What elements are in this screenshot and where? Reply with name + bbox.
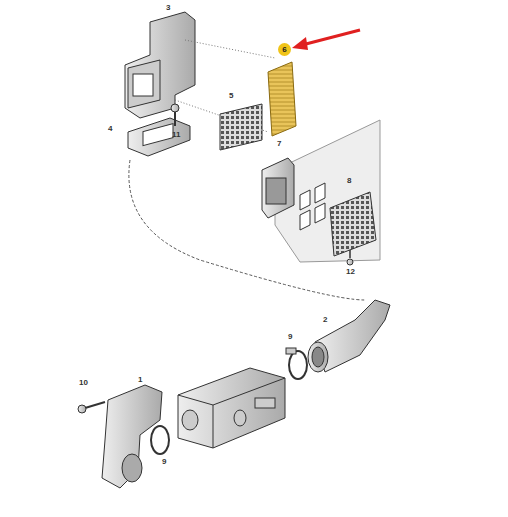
callout-number: 4 xyxy=(108,125,112,133)
callout-number: 10 xyxy=(79,379,88,387)
callout-number: 11 xyxy=(172,131,180,139)
callout-number: 5 xyxy=(229,92,233,100)
callout-number: 8 xyxy=(347,177,351,185)
callout-number: 3 xyxy=(166,4,170,12)
callout-number: 9 xyxy=(288,333,292,341)
callout-circle: 6 xyxy=(278,43,291,56)
callout-number: 9 xyxy=(162,458,166,466)
callout-number: 6 xyxy=(282,46,286,54)
callout-number: 12 xyxy=(346,268,355,276)
callout-number: 7 xyxy=(277,140,281,148)
callout-number: 1 xyxy=(138,376,142,384)
callout-number: 2 xyxy=(323,316,327,324)
